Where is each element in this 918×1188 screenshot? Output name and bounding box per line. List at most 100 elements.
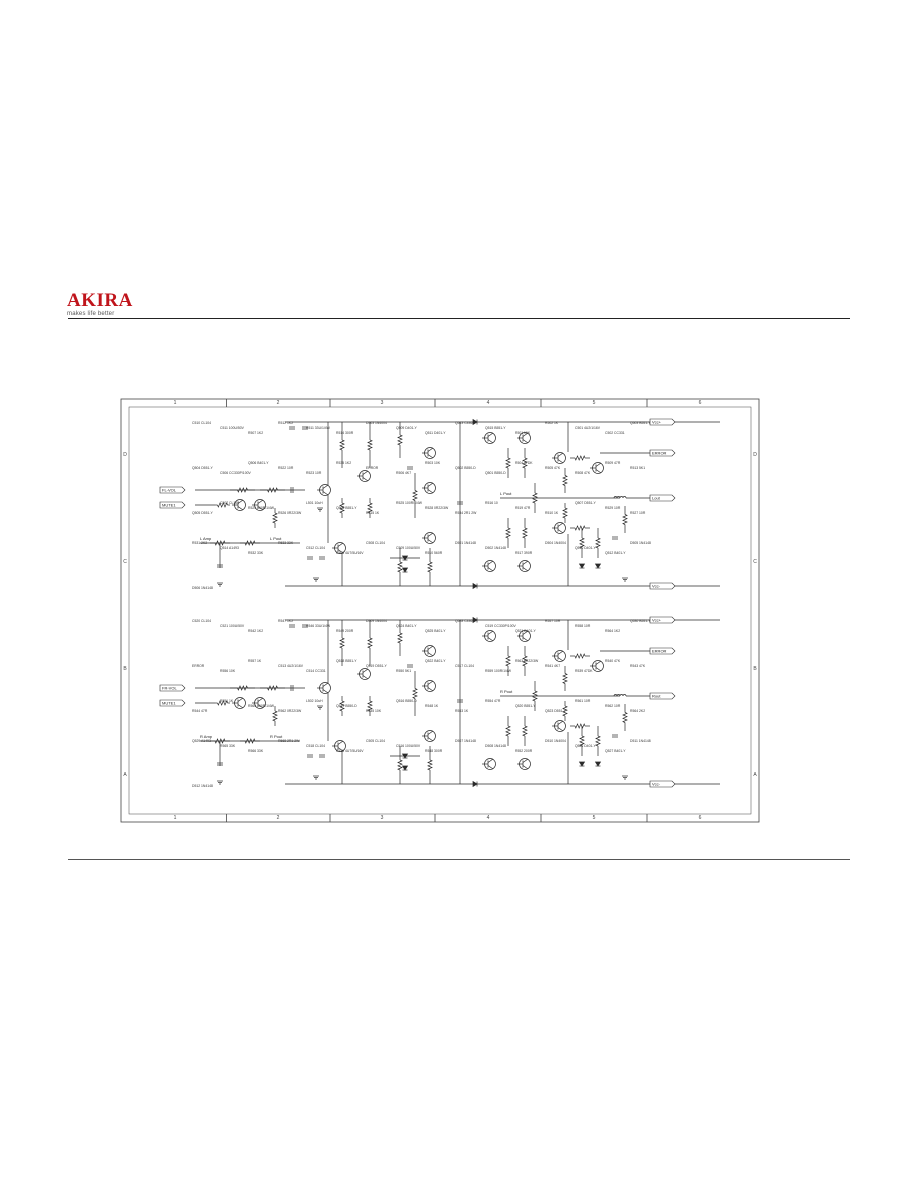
port-vcc-mid-label: Vcc- [652,584,661,589]
transistor-emitter [522,560,529,565]
component-label: C521 100U/50V [220,624,245,628]
component-label: R512 1K2 [278,421,293,425]
component-label: R557 10R [545,619,561,623]
resistor [622,514,628,525]
component-label: Q525 B401-Y [425,629,446,633]
transistor-collector [427,482,434,487]
transistor-collector [557,452,564,457]
component-label: R548 300R [425,749,443,753]
resistor [367,637,373,649]
component-label: R506 4K7 [396,471,411,475]
component-label: R528 0R22/3W [425,506,449,510]
frame-row-label: B [123,666,127,672]
component-label: Q513 C4468 [455,421,474,425]
frame-row-label: D [753,452,757,458]
component-label: R517 390R [515,551,533,555]
schematic-ports: FL-VOLMUTE1FR-VOLMUTE1Vcc+Vcc-Vcc+Vcc-ER… [159,418,676,788]
component-label: R511 33U/1/4W [306,426,331,430]
component-label: Q509 D401-Y [396,426,417,430]
resistor [532,492,538,504]
component-label: Q528 C4468 [455,619,474,623]
component-label: R524 100R/1/4W [248,506,275,510]
transistor-collector [522,567,529,572]
resistor [522,725,528,737]
component-label: Q517 B550-D [336,704,357,708]
port-error-2-label: ERROR [652,649,667,654]
resistor [562,673,568,684]
port-lout [649,494,676,502]
frame-column-label: 3 [381,400,384,406]
component-label: ERROR [192,664,205,668]
schematic-components [214,418,628,788]
resistor [237,685,248,691]
resistor [367,700,373,712]
port-error-1 [649,449,676,457]
transistor-emitter [322,491,329,496]
schematic-frame [120,398,760,823]
transistor-collector [522,432,529,437]
resistor [217,700,228,706]
frame-column-label: 4 [487,400,490,406]
transistor-collector [322,682,329,687]
component-label: Q523 D551-Y [545,709,566,713]
component-label: C515 4U7/5U/16V [336,749,364,753]
component-label: Q524 B401-Y [396,624,417,628]
component-label: R513 5K1 [630,466,645,470]
component-label: R539 47DK [575,669,593,673]
component-label: R564 2K2 [630,709,645,713]
component-label: R548 1K [425,704,439,708]
component-label: R551 1K [220,699,234,703]
brand-tagline: makes life better [67,311,115,317]
net-l-amp: L Amp [200,536,212,541]
component-label: R523 10R [306,471,322,475]
transistor-collector [427,737,434,742]
port-vcc-top [649,418,676,426]
diode [401,567,409,573]
transistor-emitter [257,697,264,702]
net-r-amp: R Amp [200,734,213,739]
transistor-collector [557,529,564,534]
resistor [427,759,433,771]
inductor [613,496,627,499]
port-mute-2 [159,699,186,707]
component-label: C507 CL104 [220,501,239,505]
component-label: R544 47R [192,709,208,713]
component-label: Q515 B551-Y [485,426,506,430]
resistor [217,502,228,508]
component-label: Q516 B550-D [396,699,417,703]
component-label: Q519 D551-Y [366,664,387,668]
transistor-emitter [362,470,369,475]
port-fr-vol [159,684,186,692]
component-label: C510 CL104 [192,421,211,425]
transistor-emitter [487,439,494,444]
component-label: R503 10K [425,461,441,465]
component-label: D501 1N4148 [455,541,476,545]
component-label: R558 10R [575,624,591,628]
resistor [272,710,278,722]
transistor-emitter [362,668,369,673]
transistor-emitter [427,652,434,657]
port-error-2 [649,647,676,655]
component-label: R504 47DK [515,461,533,465]
transistor-collector [557,650,564,655]
resistor [412,490,418,501]
resistor [562,475,568,486]
transistor-emitter [595,667,602,672]
diode [472,780,478,788]
component-label: Q518 B551-Y [336,659,357,663]
component-label: R535 1K2 [336,461,351,465]
transistor-emitter [237,704,244,709]
component-label: R562 10R [605,704,621,708]
net-r-pout-2: R Pout [500,689,513,694]
resistor [505,725,511,737]
transistor-emitter [557,657,564,662]
resistor [505,655,511,667]
inductor [613,694,627,697]
component-label: R550 5K1 [396,669,411,673]
component-label: R543 47K [630,664,646,668]
component-label: ERROR [366,466,379,470]
component-label: C503 4U7/5U/16V [336,551,364,555]
frame-column-label: 2 [277,815,280,821]
component-label: C513 4U2/1/16V [278,664,304,668]
